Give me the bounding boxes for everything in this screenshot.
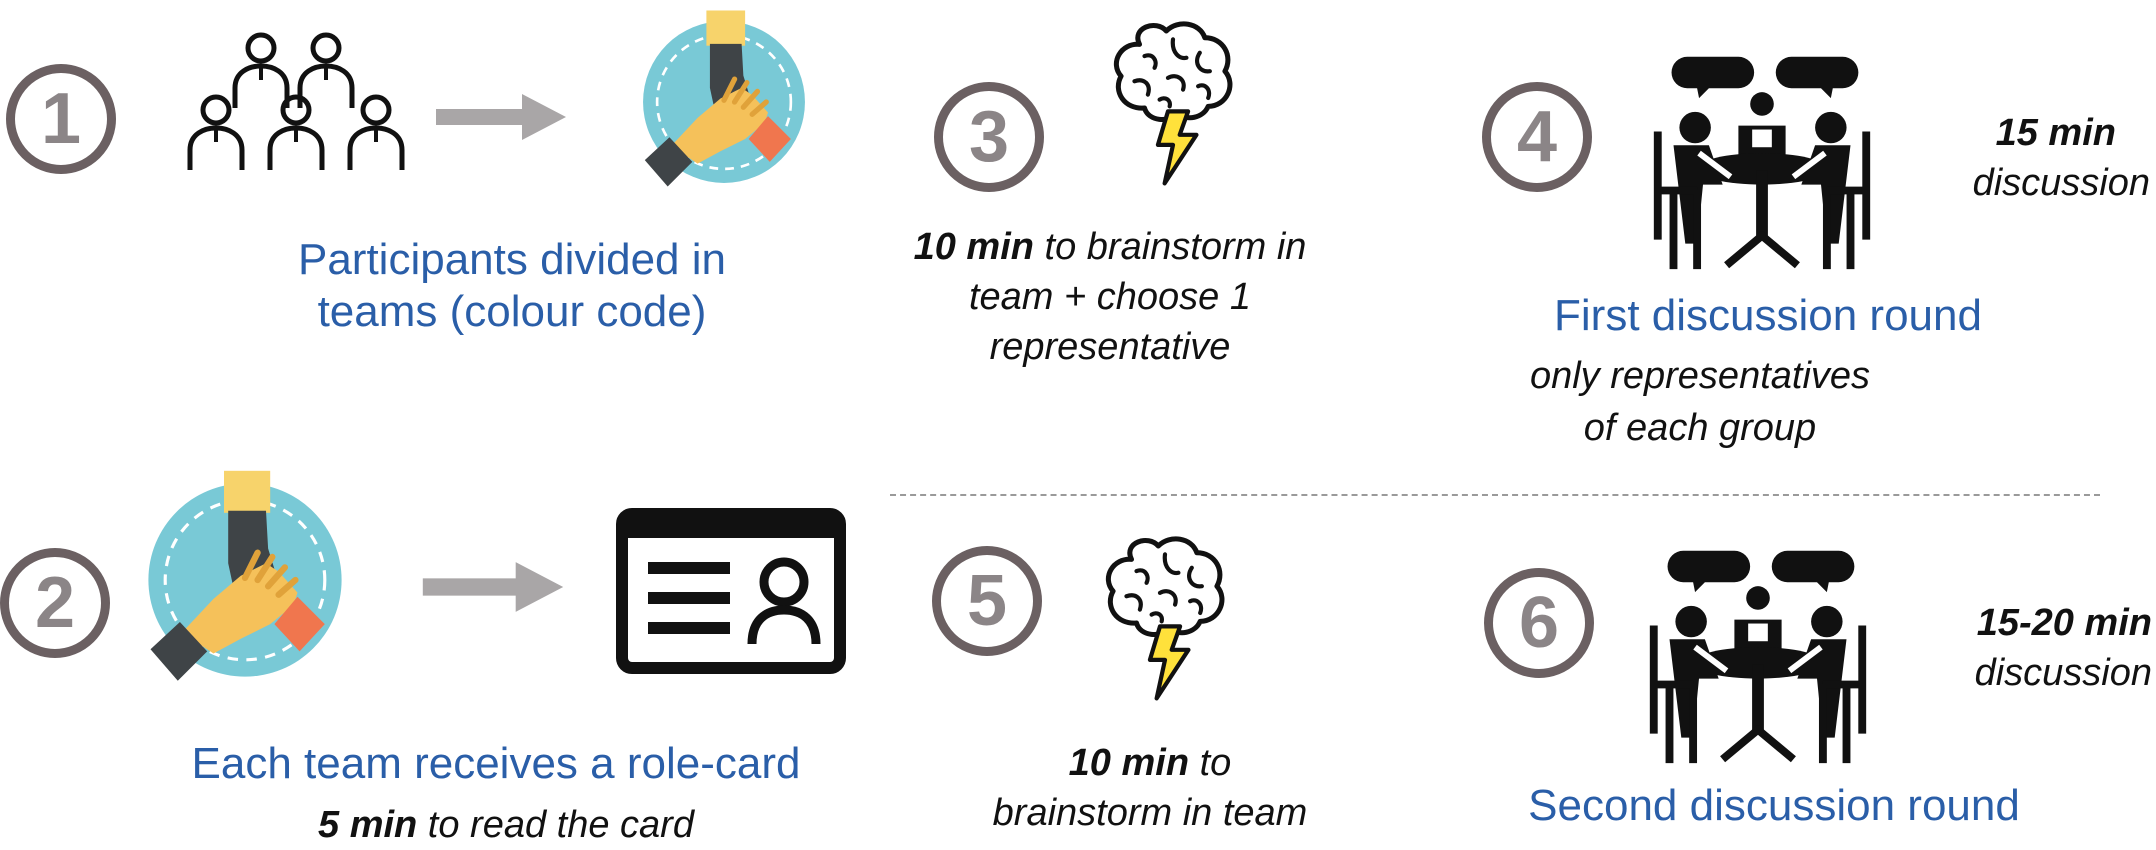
step-5-note-rest: to (1189, 742, 1232, 784)
step-6-time-rest: discussion (1974, 652, 2152, 694)
step-4-marker: 4 (1482, 82, 1592, 192)
round-table-discussion-icon (1640, 530, 1876, 780)
step-4-subtitle-line-1: only representatives (1529, 355, 1871, 397)
step-5-number: 5 (966, 561, 1008, 641)
step-3-note-line-3: representative (989, 326, 1231, 368)
step-3-marker: 3 (934, 82, 1044, 192)
step-5-marker: 5 (932, 546, 1042, 656)
step-5-note: 10 min to brainstorm in team (950, 738, 1350, 838)
step-3-note: 10 min to brainstorm in team + choose 1 … (880, 222, 1340, 372)
step-2-note: 5 min to read the card (226, 800, 786, 850)
step-4-subtitle-line-2: of each group (1583, 407, 1817, 449)
arrow-right-icon (436, 92, 566, 142)
brain-lightning-icon (1106, 10, 1240, 196)
step-4-subtitle: only representatives of each group (1440, 350, 1960, 454)
step-6-time: 15-20 min discussion (1930, 598, 2152, 698)
step-6-marker: 6 (1484, 568, 1594, 678)
arrow-right-icon (418, 560, 568, 614)
hands-together-icon (140, 470, 350, 690)
step-4-number: 4 (1516, 97, 1558, 177)
brain-lightning-icon (1098, 530, 1232, 706)
step-4-time-rest: discussion (1972, 162, 2150, 204)
step-5-note-bold: 10 min (1068, 742, 1190, 784)
step-4-time-bold: 15 min (1995, 112, 2116, 154)
step-2-title: Each team receives a role-card (191, 739, 801, 788)
step-3-note-line-2: team + choose 1 (968, 276, 1251, 318)
hands-together-icon (636, 4, 812, 200)
step-3-note-rest: to brainstorm in (1033, 226, 1307, 268)
step-1-title: Participants divided in teams (colour co… (222, 234, 802, 338)
step-1-title-line-1: Participants divided in (297, 235, 726, 284)
step-5-note-line-2: brainstorm in team (992, 792, 1308, 834)
round-table-discussion-icon (1644, 36, 1880, 286)
people-group-icon (186, 30, 406, 190)
step-2-note-rest: to read the card (417, 804, 694, 846)
step-1-marker: 1 (6, 64, 116, 174)
step-6-title: Second discussion round (1528, 781, 2020, 830)
step-4-time: 15 min discussion (1940, 108, 2150, 208)
step-6-number: 6 (1518, 583, 1560, 663)
step-1-number: 1 (40, 79, 82, 159)
step-2-marker: 2 (0, 548, 110, 658)
step-3-number: 3 (968, 97, 1010, 177)
step-2-note-bold: 5 min (318, 804, 418, 846)
step-2-number: 2 (34, 563, 76, 643)
step-3-note-bold: 10 min (913, 226, 1034, 268)
section-divider (890, 494, 2100, 496)
step-1-title-line-2: teams (colour code) (317, 287, 707, 336)
step-6-time-bold: 15-20 min (1976, 602, 2152, 644)
step-4-title: First discussion round (1554, 291, 1982, 340)
id-card-icon (616, 508, 846, 674)
